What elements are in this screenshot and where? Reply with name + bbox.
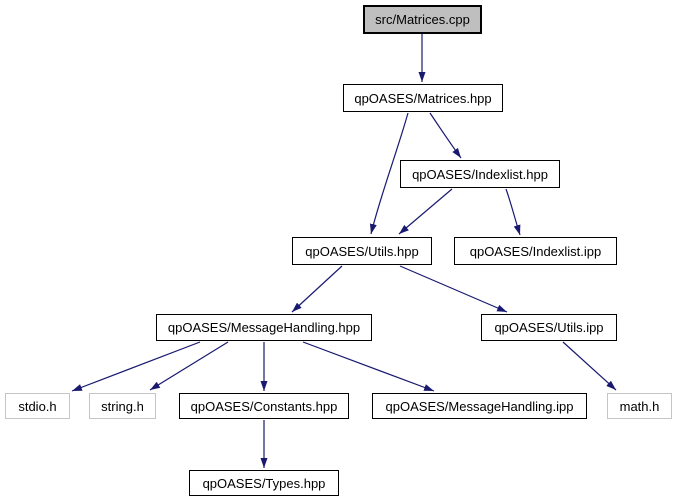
node-qpoases-indexlist-hpp[interactable]: qpOASES/Indexlist.hpp [400, 160, 560, 188]
edge-utilsipp-mathh [562, 341, 617, 391]
edge-messagehandlinghpp-stringh [149, 341, 229, 391]
node-math-h: math.h [607, 393, 672, 419]
node-stdio-h: stdio.h [5, 393, 70, 419]
edge-utilshpp-utilsipp [399, 265, 508, 313]
node-qpoases-constants-hpp[interactable]: qpOASES/Constants.hpp [179, 393, 349, 419]
node-string-h: string.h [89, 393, 156, 419]
node-qpoases-messagehandling-hpp[interactable]: qpOASES/MessageHandling.hpp [156, 314, 372, 341]
node-qpoases-matrices-hpp[interactable]: qpOASES/Matrices.hpp [343, 84, 503, 112]
node-qpoases-types-hpp[interactable]: qpOASES/Types.hpp [189, 470, 339, 496]
node-qpoases-messagehandling-ipp[interactable]: qpOASES/MessageHandling.ipp [372, 393, 587, 419]
edge-messagehandlinghpp-messagehandlingipp [302, 341, 435, 392]
edge-utilshpp-messagehandlinghpp [291, 265, 343, 313]
node-qpoases-indexlist-ipp[interactable]: qpOASES/Indexlist.ipp [454, 237, 617, 265]
edge-messagehandlinghpp-stdioh [71, 341, 201, 392]
node-src-matrices-cpp: src/Matrices.cpp [363, 5, 482, 34]
node-qpoases-utils-hpp[interactable]: qpOASES/Utils.hpp [292, 237, 432, 265]
node-qpoases-utils-ipp[interactable]: qpOASES/Utils.ipp [481, 314, 617, 341]
edge-indexlisthpp-utilshpp [398, 188, 453, 235]
edge-indexlisthpp-indexlistipp [505, 188, 521, 236]
edge-matriceshpp-indexlisthpp [429, 112, 462, 159]
